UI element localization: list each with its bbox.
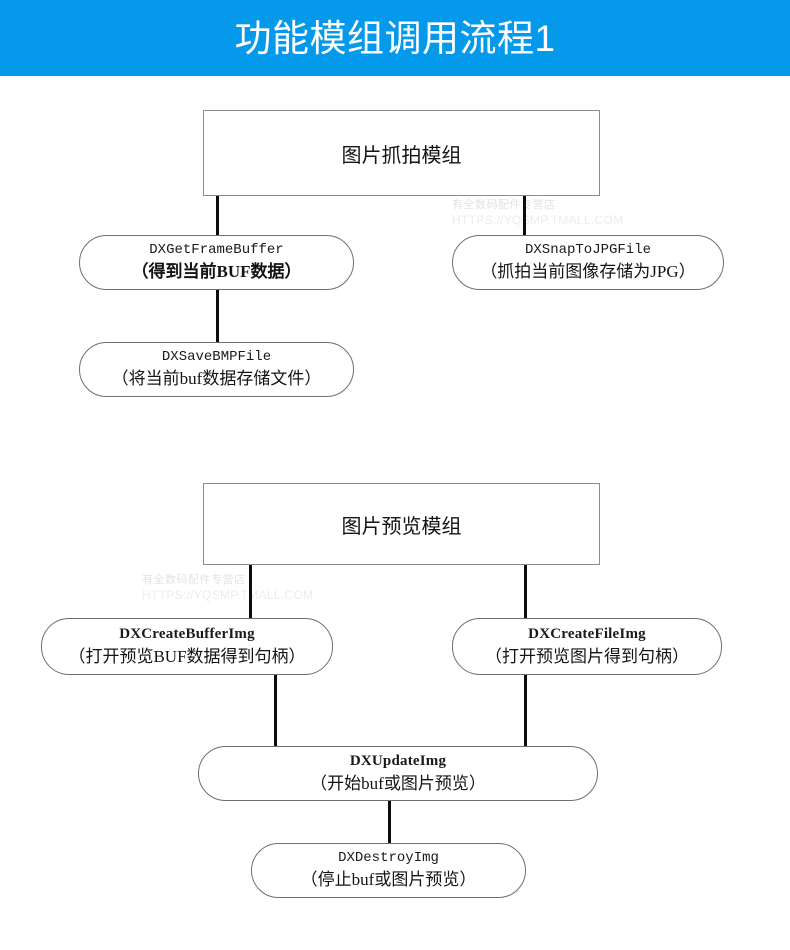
header-banner: [0, 0, 790, 76]
node-update-img[interactable]: DXUpdateImg （开始buf或图片预览）: [198, 746, 598, 801]
connector-capture-to-getframebuffer: [216, 196, 219, 236]
node-function-name: DXCreateFileImg: [528, 626, 646, 643]
node-snap-to-jpg-file[interactable]: DXSnapToJPGFile （抓拍当前图像存储为JPG）: [452, 235, 724, 290]
node-function-name: DXSaveBMPFile: [161, 349, 272, 366]
node-description: （打开预览BUF数据得到句柄）: [68, 646, 306, 666]
node-description: （将当前buf数据存储文件）: [111, 369, 322, 389]
watermark-url: HTTPS://YQSMP.TMALL.COM: [452, 212, 624, 227]
node-save-bmp-file[interactable]: DXSaveBMPFile （将当前buf数据存储文件）: [79, 342, 354, 397]
node-description: （开始buf或图片预览）: [310, 773, 486, 793]
node-description: （停止buf或图片预览）: [300, 870, 477, 890]
node-label: 图片抓拍模组: [341, 144, 462, 167]
node-create-buffer-img[interactable]: DXCreateBufferImg （打开预览BUF数据得到句柄）: [41, 618, 333, 675]
connector-updateimg-to-destroyimg: [388, 801, 391, 843]
watermark-shop-name: 有全数码配件专营店: [142, 574, 246, 586]
page-title: 功能模组调用流程1: [234, 17, 556, 59]
node-description: （得到当前BUF数据）: [131, 262, 302, 282]
connector-getframebuffer-to-savebmp: [216, 290, 219, 342]
node-get-frame-buffer[interactable]: DXGetFrameBuffer （得到当前BUF数据）: [79, 235, 354, 290]
node-description: （打开预览图片得到句柄）: [485, 646, 689, 666]
node-function-name: DXDestroyImg: [338, 850, 439, 867]
connector-preview-to-createfileimg: [524, 565, 527, 619]
node-create-file-img[interactable]: DXCreateFileImg （打开预览图片得到句柄）: [452, 618, 722, 675]
node-function-name: DXUpdateImg: [349, 753, 447, 770]
connector-createfileimg-to-updateimg: [524, 675, 527, 747]
node-function-name: DXCreateBufferImg: [119, 626, 255, 643]
node-destroy-img[interactable]: DXDestroyImg （停止buf或图片预览）: [251, 843, 526, 898]
watermark-url: HTTPS://YQSMP.TMALL.COM: [142, 587, 314, 602]
node-label: 图片预览模组: [341, 515, 462, 538]
connector-capture-to-snaptojpg: [523, 196, 526, 236]
node-preview-module[interactable]: 图片预览模组: [203, 483, 600, 565]
watermark-shop-name: 有全数码配件专营店: [452, 199, 556, 211]
watermark-middle: 有全数码配件专营店 HTTPS://YQSMP.TMALL.COM: [142, 574, 313, 603]
node-capture-module[interactable]: 图片抓拍模组: [203, 110, 600, 196]
connector-preview-to-createbufferimg: [249, 565, 252, 619]
node-function-name: DXGetFrameBuffer: [149, 242, 284, 259]
node-description: （抓拍当前图像存储为JPG）: [480, 262, 696, 282]
connector-createbufferimg-to-updateimg: [274, 675, 277, 747]
node-function-name: DXSnapToJPGFile: [524, 242, 652, 259]
watermark-top: 有全数码配件专营店 HTTPS://YQSMP.TMALL.COM: [452, 199, 623, 228]
